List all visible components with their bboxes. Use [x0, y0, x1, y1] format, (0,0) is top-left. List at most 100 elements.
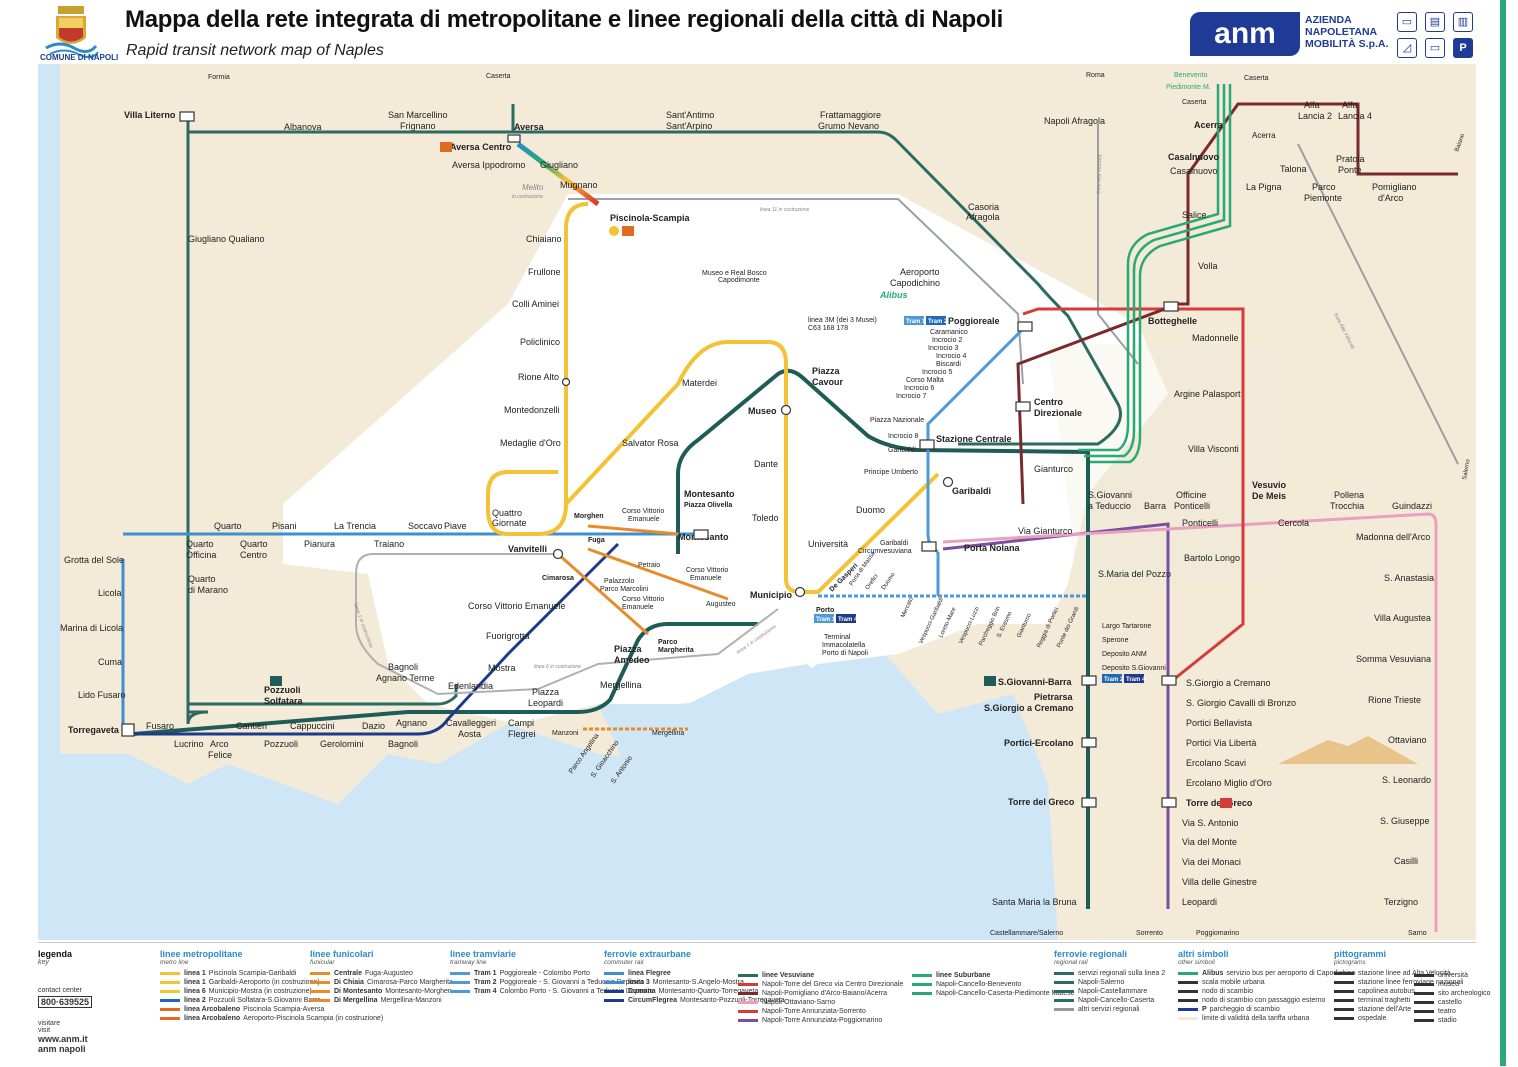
station-lucrino[interactable]: Lucrino	[174, 739, 204, 749]
station-via-del-monte[interactable]: Via del Monte	[1182, 837, 1237, 847]
alibus-label[interactable]: Alibus	[879, 290, 908, 300]
station-quarto[interactable]: Quarto	[214, 521, 242, 531]
station-torre-greco-fs[interactable]: Torre del Greco	[1008, 797, 1075, 807]
station-cavalleggeri[interactable]: Cavalleggeri	[446, 718, 496, 728]
station-medaglie-oro[interactable]: Medaglie d'Oro	[500, 438, 561, 448]
station-marker[interactable]	[1081, 737, 1097, 748]
station-cve-4[interactable]: Corso Vittorio Emanuele	[468, 601, 565, 611]
network-map[interactable]: Villa Literno Formia Caserta Albanova Sa…	[38, 64, 1476, 940]
station-incrocio8[interactable]: Incrocio 8	[888, 433, 918, 440]
station-direzionale[interactable]: Direzionale	[1034, 408, 1082, 418]
station-giugliano[interactable]: Giugliano	[540, 160, 578, 170]
phone-number[interactable]: 800·639525	[38, 996, 93, 1008]
station-marker[interactable]	[507, 134, 521, 143]
station-villa-ginestre[interactable]: Villa delle Ginestre	[1182, 877, 1257, 887]
station-napoli-afragola[interactable]: Napoli Afragola	[1044, 116, 1105, 126]
station-arco[interactable]: Arco	[210, 739, 229, 749]
station-sorrento[interactable]: Sorrento	[1136, 930, 1163, 937]
station-grumo-nevano[interactable]: Grumo Nevano	[818, 121, 879, 131]
station-aversa-ippodromo[interactable]: Aversa Ippodromo	[452, 160, 525, 170]
station-quarto-officina[interactable]: Quarto	[186, 539, 214, 549]
station-casalnuovo[interactable]: Casalnuovo	[1168, 152, 1220, 162]
station-marker[interactable]	[942, 476, 954, 488]
station-parco-margherita[interactable]: Parco	[658, 639, 677, 646]
station-piazza-olivella[interactable]: Piazza Olivella	[684, 502, 732, 509]
station-mergellina-fun[interactable]: Mergellina	[652, 730, 684, 737]
station-frattamaggiore[interactable]: Frattamaggiore	[820, 110, 881, 120]
station-dazio[interactable]: Dazio	[362, 721, 385, 731]
station-portici-ercolano[interactable]: Portici-Ercolano	[1004, 738, 1074, 748]
station-marker[interactable]	[1161, 797, 1177, 808]
station-s-maria-pozzo[interactable]: S.Maria del Pozzo	[1098, 569, 1171, 579]
station-ottaviano[interactable]: Ottaviano	[1388, 735, 1427, 745]
station-porta-nolana[interactable]: Porta Nolana	[964, 543, 1021, 553]
station-marker[interactable]	[552, 548, 564, 560]
station-terzigno[interactable]: Terzigno	[1384, 897, 1418, 907]
social-link[interactable]: anm napoli	[38, 1044, 86, 1054]
station-marker[interactable]	[179, 111, 195, 122]
station-santa-maria-bruna[interactable]: Santa Maria la Bruna	[992, 897, 1077, 907]
station-sarno[interactable]: Sarno	[1408, 930, 1427, 937]
station-madonna-arco[interactable]: Madonna dell'Arco	[1356, 532, 1430, 542]
website-link[interactable]: www.anm.it	[38, 1034, 88, 1044]
station-leopardi[interactable]: Leopardi	[1182, 897, 1217, 907]
station-quarto-marano[interactable]: Quarto	[188, 574, 216, 584]
station-s-giovanni[interactable]: S.Giovanni	[1088, 490, 1132, 500]
station-albanova[interactable]: Albanova	[284, 122, 322, 132]
station-la-trencia[interactable]: La Trencia	[334, 521, 376, 531]
station-edenlandia[interactable]: Edenlandia	[448, 681, 493, 691]
station-pianura[interactable]: Pianura	[304, 539, 335, 549]
station-s-leonardo[interactable]: S. Leonardo	[1382, 775, 1431, 785]
network-map-svg[interactable]: Villa Literno Formia Caserta Albanova Sa…	[38, 64, 1476, 940]
station-cercola[interactable]: Cercola	[1278, 518, 1309, 528]
station-salerno[interactable]: Salerno	[1462, 458, 1472, 480]
station-deposito-anm[interactable]: Deposito ANM	[1102, 651, 1147, 658]
station-poggiomarino[interactable]: Poggiomarino	[1196, 930, 1239, 937]
station-vanvitelli[interactable]: Vanvitelli	[508, 544, 547, 554]
station-salice[interactable]: Salice	[1182, 210, 1207, 220]
anm-logo[interactable]: anm	[1190, 12, 1300, 56]
station-barra[interactable]: Barra	[1144, 501, 1166, 511]
station-poggioreale[interactable]: Poggioreale	[948, 316, 1000, 326]
station-lido-fusaro[interactable]: Lido Fusaro	[78, 690, 126, 700]
station-gerolomini[interactable]: Gerolomini	[320, 739, 364, 749]
station-incrocio7[interactable]: Incrocio 7	[896, 393, 926, 400]
station-deposito-sg[interactable]: Deposito S.Giovanni	[1102, 665, 1166, 672]
station-cve-3[interactable]: Corso Vittorio	[622, 596, 664, 603]
station-argine-palasport[interactable]: Argine Palasport	[1174, 389, 1241, 399]
station-parco-p[interactable]: Parco	[1312, 182, 1336, 192]
station-rione-alto[interactable]: Rione Alto	[518, 372, 559, 382]
station-pratola[interactable]: Pratola	[1336, 154, 1365, 164]
station-capodichino[interactable]: Capodichino	[890, 278, 940, 288]
station-afragola[interactable]: Afragola	[966, 212, 1000, 222]
station-acerra2[interactable]: Acerra	[1252, 131, 1276, 140]
station-san-marcellino[interactable]: San Marcellino	[388, 110, 448, 120]
station-ponticelli[interactable]: Ponticelli	[1182, 518, 1218, 528]
station-villa-augustea[interactable]: Villa Augustea	[1374, 613, 1431, 623]
station-mergellina[interactable]: Mergellina	[600, 680, 642, 690]
station-piazza[interactable]: Piazza	[812, 366, 841, 376]
station-colli-aminei[interactable]: Colli Aminei	[512, 299, 559, 309]
station-bagnoli-agnano[interactable]: Bagnoli	[388, 662, 418, 672]
station-toledo[interactable]: Toledo	[752, 513, 779, 523]
station-municipio[interactable]: Municipio	[750, 590, 792, 600]
station-mostra[interactable]: Mostra	[488, 663, 516, 673]
station-fusaro[interactable]: Fusaro	[146, 721, 174, 731]
station-marker[interactable]	[794, 586, 806, 598]
station-caserta-right2[interactable]: Caserta	[1182, 99, 1207, 106]
station-madonnelle[interactable]: Madonnelle	[1192, 333, 1239, 343]
station-marker[interactable]	[1015, 401, 1031, 412]
station-corso-malta[interactable]: Corso Malta	[906, 377, 944, 384]
station-via-s-antonio[interactable]: Via S. Antonio	[1182, 818, 1238, 828]
station-pollena[interactable]: Pollena	[1334, 490, 1364, 500]
station-caserta[interactable]: Caserta	[486, 73, 511, 80]
station-palazzolo[interactable]: Palazzolo	[604, 578, 634, 585]
station-torregaveta[interactable]: Torregaveta	[68, 725, 120, 735]
station-sant-antimo[interactable]: Sant'Antimo	[666, 110, 714, 120]
station-talona[interactable]: Talona	[1280, 164, 1307, 174]
station-licola[interactable]: Licola	[98, 588, 122, 598]
station-s-giorgio-cremano[interactable]: S.Giorgio a Cremano	[1186, 678, 1271, 688]
station-policlinico[interactable]: Policlinico	[520, 337, 560, 347]
station-mugnano[interactable]: Mugnano	[560, 180, 598, 190]
station-soccavo[interactable]: Soccavo	[408, 521, 443, 531]
